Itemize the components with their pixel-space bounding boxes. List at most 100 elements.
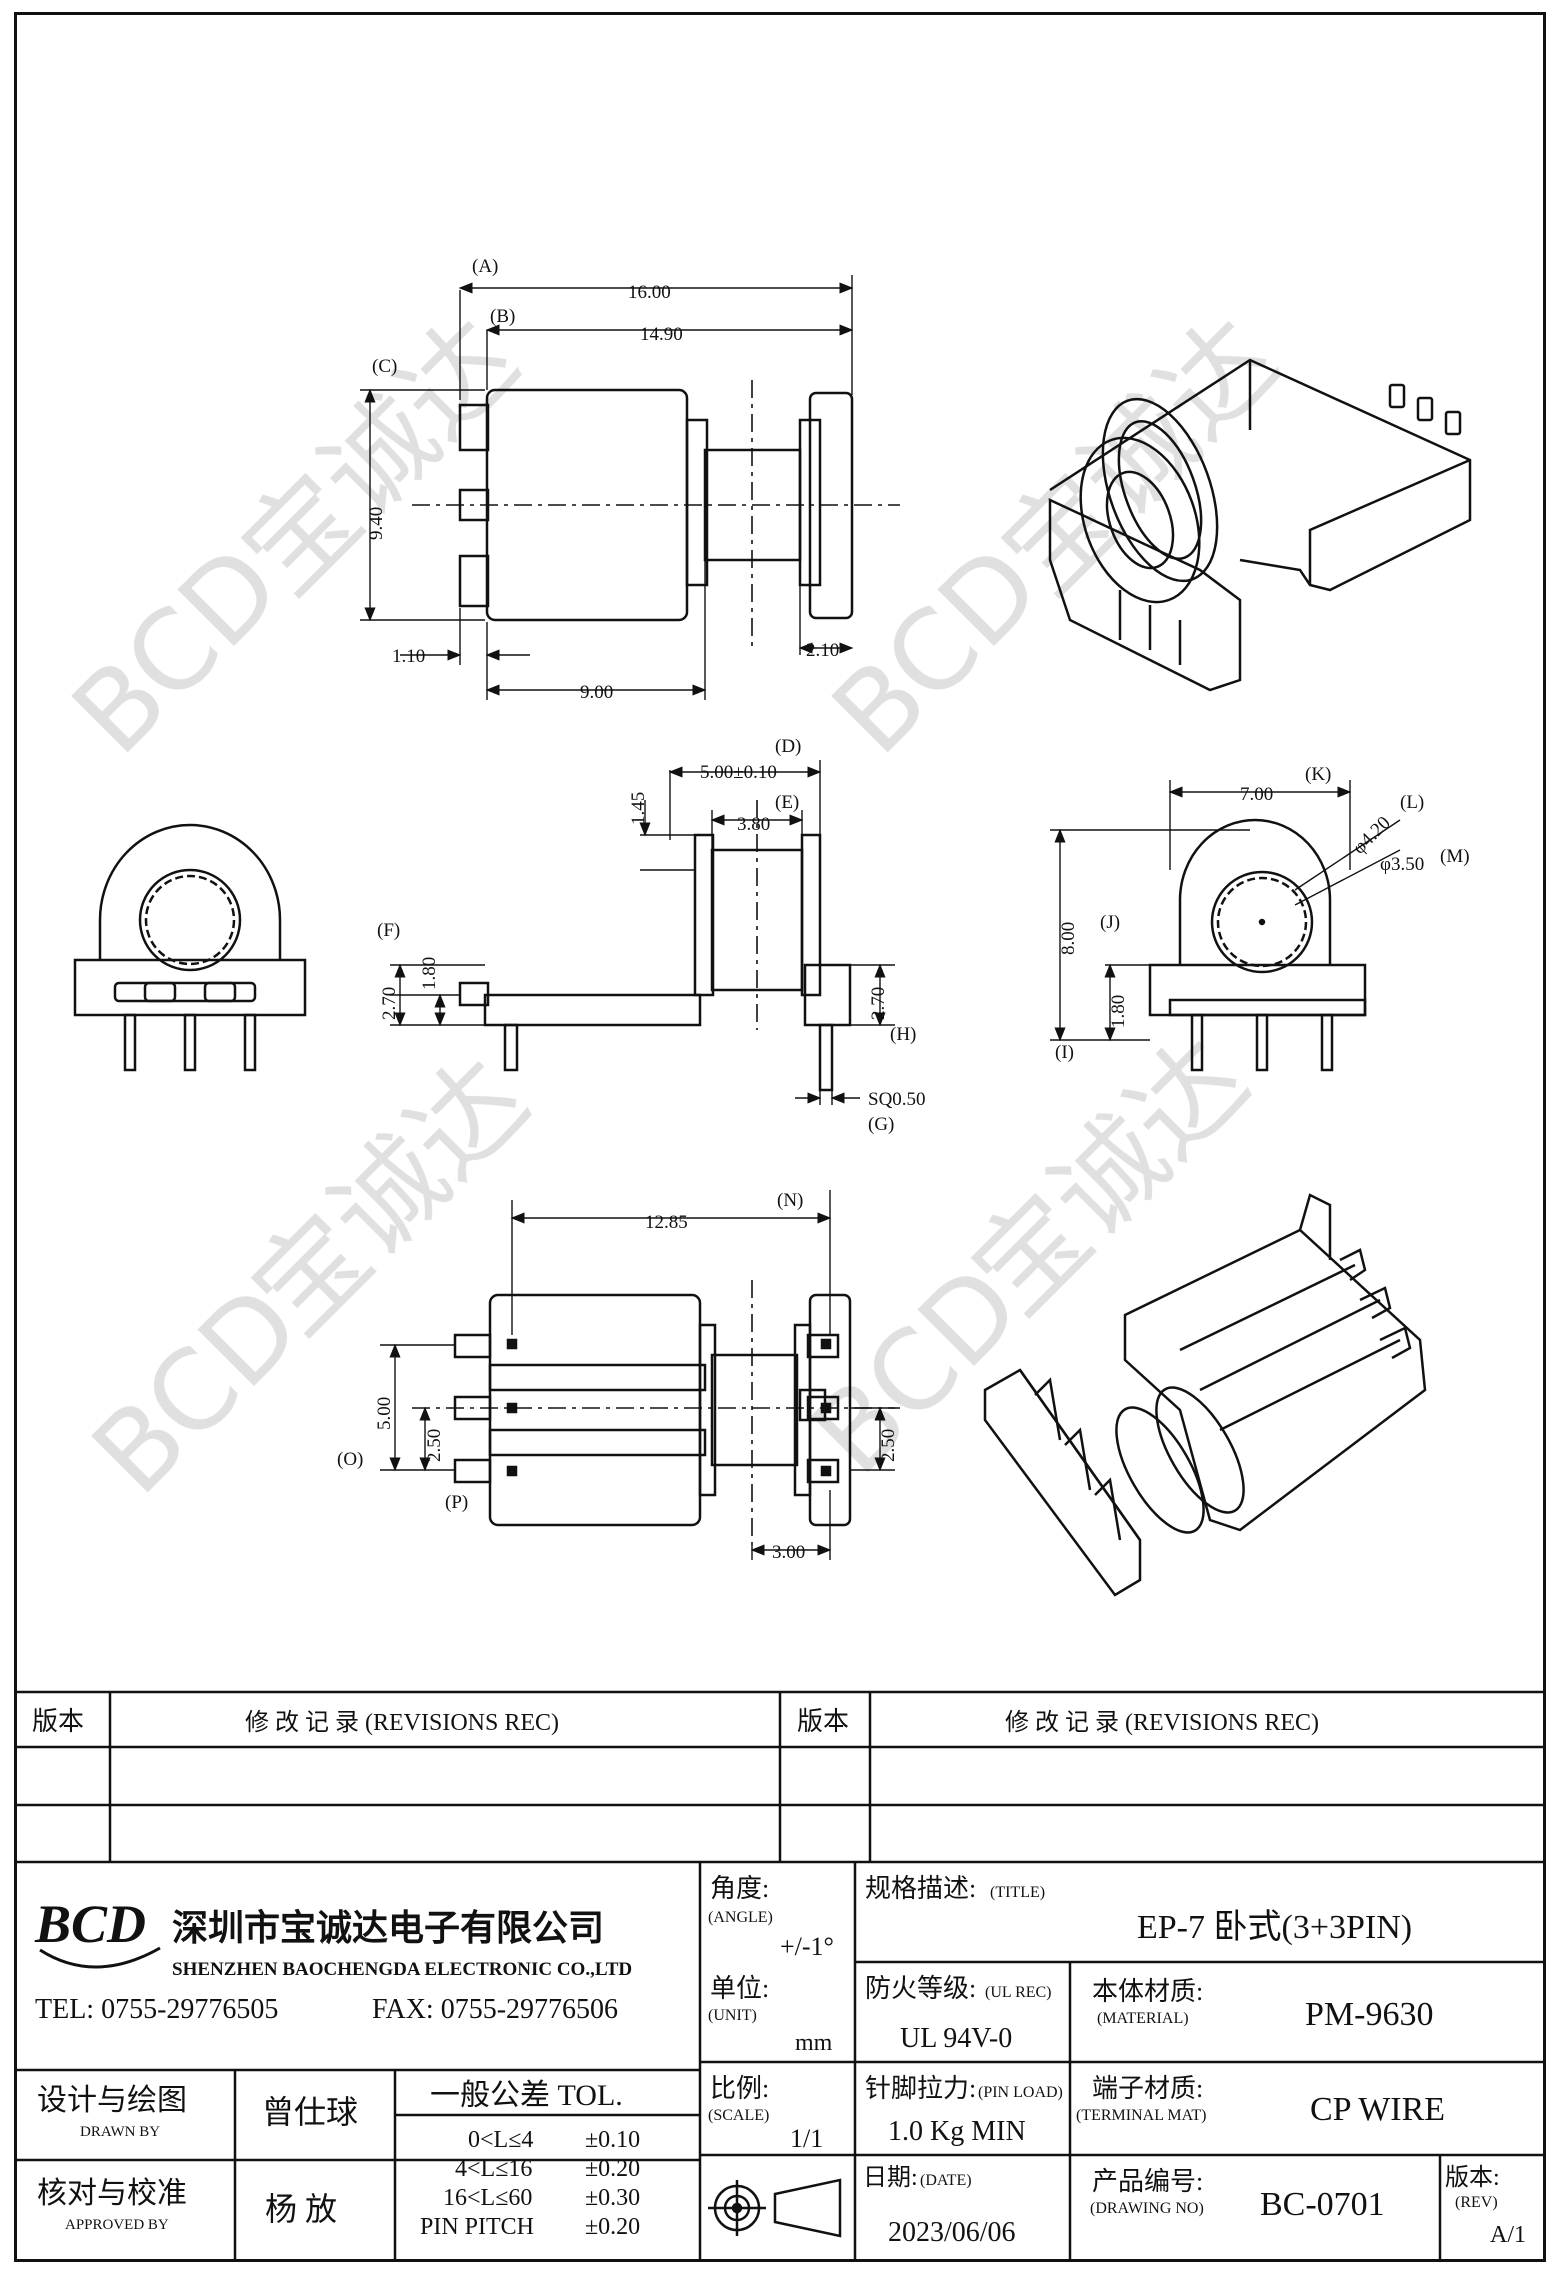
svg-text:PM-9630: PM-9630 (1305, 1996, 1433, 2033)
title-block-lines (14, 1690, 1546, 2262)
iso-view-bottom (983, 1193, 1427, 1597)
svg-text:(P): (P) (445, 1492, 468, 1513)
svg-text:(UL REC): (UL REC) (985, 1984, 1052, 2001)
svg-text:(SCALE): (SCALE) (708, 2107, 769, 2124)
svg-text:单位:: 单位: (710, 1974, 769, 2003)
svg-text:本体材质:: 本体材质: (1092, 1977, 1203, 2006)
svg-text:防火等级:: 防火等级: (865, 1974, 976, 2003)
svg-text:(UNIT): (UNIT) (708, 2007, 757, 2024)
date-cell: 日期: (DATE) 2023/06/06 (863, 2165, 1016, 2248)
angle-cell: 角度: (ANGLE) +/-1° (708, 1874, 834, 1961)
svg-text:2.50: 2.50 (424, 1429, 445, 1462)
svg-text:(PIN LOAD): (PIN LOAD) (978, 2084, 1063, 2101)
svg-text:(C): (C) (372, 356, 397, 377)
svg-text:(F): (F) (377, 920, 400, 941)
svg-text:φ4.20: φ4.20 (1349, 812, 1395, 858)
pin-load-cell: 针脚拉力: (PIN LOAD) 1.0 Kg MIN (865, 2074, 1063, 2147)
svg-text:1.10: 1.10 (392, 646, 425, 667)
side-view (390, 760, 895, 1105)
svg-text:±0.30: ±0.30 (585, 2185, 640, 2211)
svg-text:2.70: 2.70 (868, 987, 889, 1020)
bottom-view-dims: 12.85 (N) 5.00 (O) 2.50 (P) 2.50 3.00 (337, 1190, 899, 1563)
svg-text:(B): (B) (490, 306, 515, 327)
svg-text:(L): (L) (1400, 792, 1424, 813)
svg-text:2023/06/06: 2023/06/06 (888, 2217, 1016, 2248)
svg-text:1.0 Kg MIN: 1.0 Kg MIN (888, 2116, 1026, 2147)
svg-text:φ3.50: φ3.50 (1380, 854, 1424, 875)
svg-text:A/1: A/1 (1490, 2222, 1526, 2248)
drawn-by: 设计与绘图 DRAWN BY 曾仕球 (37, 2084, 358, 2140)
svg-text:5.00±0.10: 5.00±0.10 (700, 762, 777, 783)
svg-text:14.90: 14.90 (640, 324, 683, 345)
svg-text:1.80: 1.80 (1108, 995, 1129, 1028)
svg-text:±0.10: ±0.10 (585, 2127, 640, 2153)
svg-text:mm: mm (795, 2030, 833, 2056)
svg-text:(ANGLE): (ANGLE) (708, 1909, 773, 1926)
svg-text:(J): (J) (1100, 912, 1120, 933)
drawing-sheet (14, 12, 1546, 2262)
svg-text:(N): (N) (777, 1190, 803, 1211)
svg-text:(G): (G) (868, 1114, 894, 1135)
approved-by: 核对与校准 APPROVED BY 杨 放 (37, 2177, 337, 2233)
svg-text:3.80: 3.80 (737, 814, 770, 835)
svg-text:2.10: 2.10 (806, 640, 839, 661)
svg-text:版本:: 版本: (1445, 2164, 1500, 2191)
svg-text:针脚拉力:: 针脚拉力: (865, 2074, 976, 2103)
svg-text:EP-7 卧式(3+3PIN): EP-7 卧式(3+3PIN) (1137, 1909, 1412, 1946)
material-cell: 本体材质: (MATERIAL) PM-9630 (1092, 1977, 1433, 2033)
unit-cell: 单位: (UNIT) mm (708, 1974, 833, 2056)
svg-text:9.00: 9.00 (580, 682, 613, 703)
svg-text:角度:: 角度: (710, 1874, 769, 1903)
svg-text:宝诚达: 宝诚达 (218, 295, 542, 619)
title-cell: 规格描述: (TITLE) EP-7 卧式(3+3PIN) (865, 1874, 1412, 1946)
svg-text:比例:: 比例: (710, 2074, 769, 2103)
svg-text:曾仕球: 曾仕球 (262, 2094, 358, 2130)
svg-text:+/-1°: +/-1° (780, 1932, 834, 1961)
company-logo: BCD (34, 1894, 161, 1969)
svg-text:16.00: 16.00 (628, 282, 671, 303)
svg-text:1/1: 1/1 (790, 2124, 823, 2153)
svg-text:CP WIRE: CP WIRE (1310, 2091, 1445, 2128)
svg-text:SQ0.50: SQ0.50 (868, 1089, 926, 1110)
svg-text:8.00: 8.00 (1058, 922, 1079, 955)
svg-text:(TITLE): (TITLE) (990, 1884, 1045, 1901)
revision-table: 版本 修 改 记 录 (REVISIONS REC) 版本 修 改 记 录 (R… (32, 1707, 1319, 1736)
svg-text:(H): (H) (890, 1024, 916, 1045)
bottom-view (380, 1190, 900, 1560)
svg-text:3.00: 3.00 (772, 1542, 805, 1563)
svg-text:杨 放: 杨 放 (265, 2191, 337, 2227)
top-view-dims: (A) 16.00 (B) 14.90 (C) 9.40 1.10 9.00 2… (366, 256, 839, 703)
svg-text:(D): (D) (775, 736, 801, 757)
svg-text:宝诚达: 宝诚达 (948, 1015, 1272, 1339)
drawing-no-cell: 产品编号: (DRAWING NO) BC-0701 (1090, 2167, 1385, 2223)
svg-text:TEL: 0755-29776505: TEL: 0755-29776505 (35, 1994, 278, 2025)
svg-text:规格描述:: 规格描述: (865, 1874, 976, 1903)
svg-text:UL 94V-0: UL 94V-0 (900, 2023, 1012, 2054)
svg-text:(O): (O) (337, 1449, 363, 1470)
svg-text:(DATE): (DATE) (920, 2172, 972, 2189)
svg-text:1.45: 1.45 (628, 792, 649, 825)
svg-text:12.85: 12.85 (645, 1212, 688, 1233)
svg-text:BCD: BCD (34, 1894, 146, 1954)
svg-text:PIN PITCH: PIN PITCH (420, 2214, 534, 2240)
terminal-cell: 端子材质: (TERMINAL MAT) CP WIRE (1076, 2074, 1445, 2128)
svg-text:版本: 版本 (32, 1707, 84, 1736)
svg-text:修 改 记 录 (REVISIONS REC): 修 改 记 录 (REVISIONS REC) (245, 1709, 559, 1736)
svg-text:(I): (I) (1055, 1042, 1074, 1063)
svg-text:BC-0701: BC-0701 (1260, 2186, 1385, 2223)
svg-text:版本: 版本 (797, 1707, 849, 1736)
svg-text:±0.20: ±0.20 (585, 2214, 640, 2240)
ul-cell: 防火等级: (UL REC) UL 94V-0 (865, 1974, 1052, 2054)
svg-text:1.80: 1.80 (419, 957, 440, 990)
iso-view-top (1048, 358, 1472, 692)
side-view-dims: (D) 5.00±0.10 (E) 3.80 1.45 (F) 2.70 1.8… (377, 736, 926, 1135)
svg-text:APPROVED BY: APPROVED BY (65, 2217, 169, 2233)
svg-text:2.50: 2.50 (878, 1429, 899, 1462)
svg-text:深圳市宝诚达电子有限公司: 深圳市宝诚达电子有限公司 (172, 1908, 604, 1948)
svg-text:(TERMINAL MAT): (TERMINAL MAT) (1076, 2107, 1207, 2124)
top-view (360, 275, 900, 700)
revision-cell: 版本: (REV) A/1 (1445, 2164, 1526, 2248)
tolerance-table: 一般公差 TOL. 0<L≤4 ±0.10 4<L≤16 ±0.20 16<L≤… (420, 2079, 640, 2240)
svg-text:宝诚达: 宝诚达 (978, 295, 1302, 619)
